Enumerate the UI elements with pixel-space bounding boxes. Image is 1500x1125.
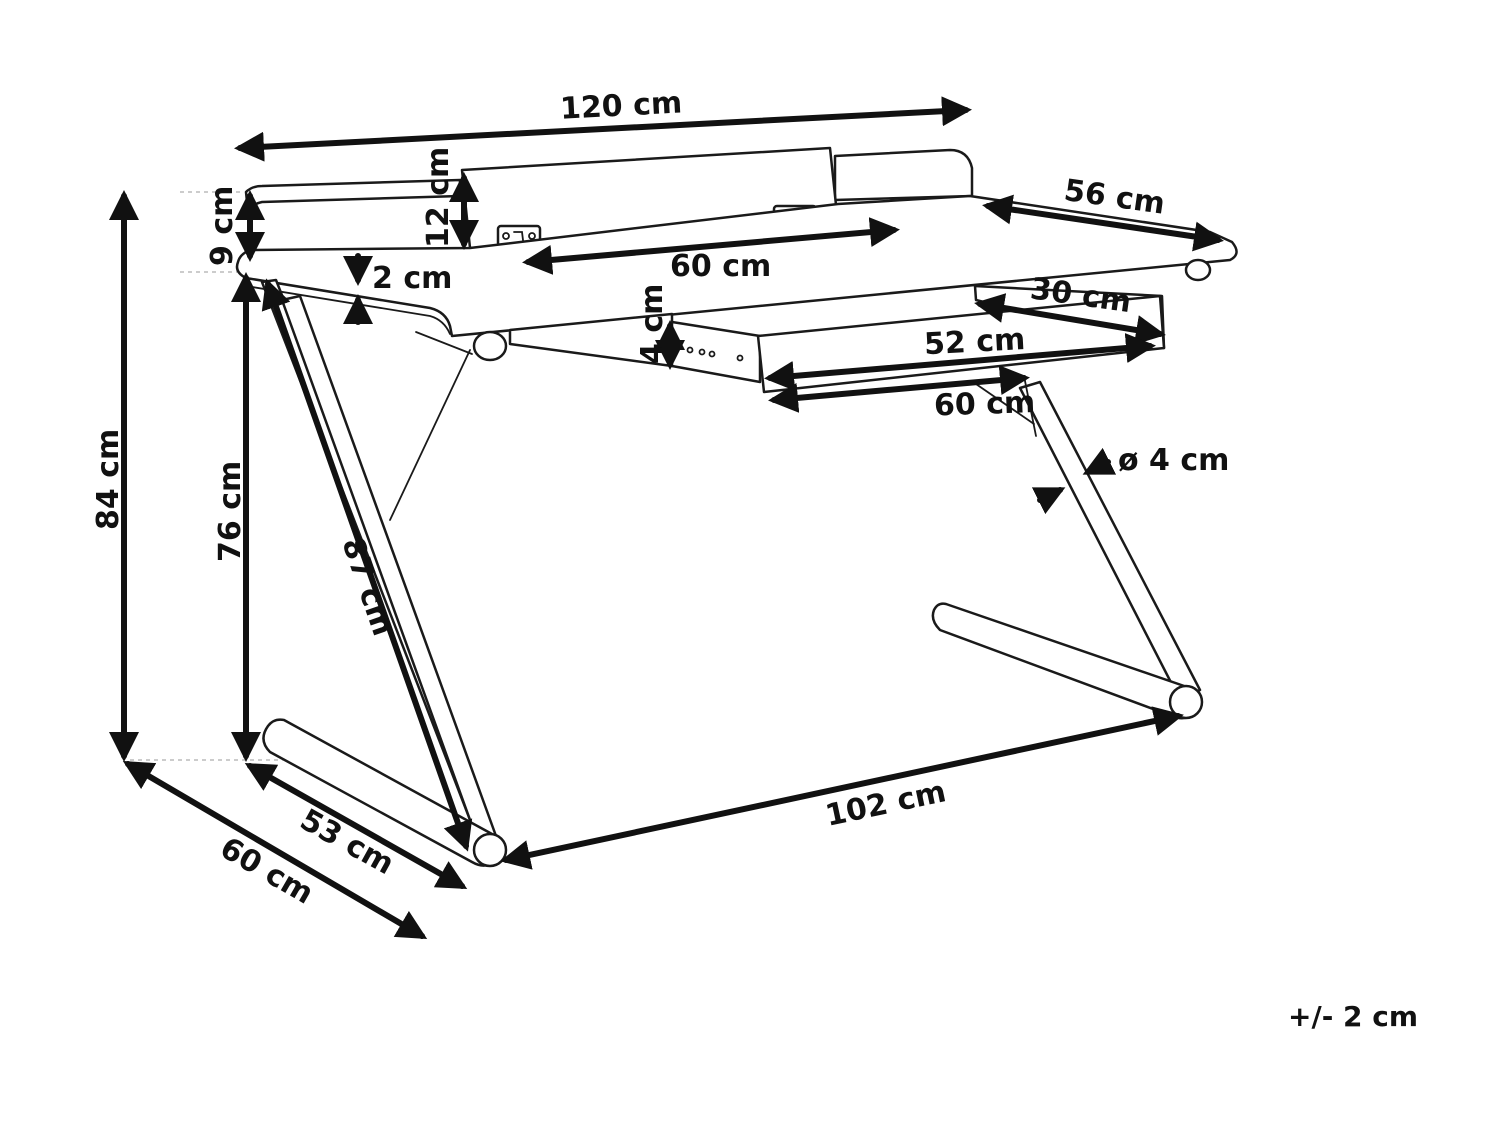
arrow-drawer-outer: [768, 365, 1030, 413]
arrow-tray-depth: [974, 293, 1166, 345]
drawer-slide: [670, 320, 762, 384]
arrow-leg-span: [500, 706, 1184, 870]
label-backrail-height: 9 cm: [205, 186, 240, 266]
arrow-width-total: [234, 96, 972, 162]
label-height-total: 84 cm: [91, 429, 126, 530]
arrow-shelf-width: [522, 217, 900, 275]
label-width-total: 120 cm: [559, 85, 683, 126]
label-drawer-height: 4 cm: [635, 284, 670, 364]
tolerance-note: +/- 2 cm: [1288, 1000, 1419, 1033]
label-leg-span: 102 cm: [822, 774, 949, 834]
guide-lines: [130, 191, 300, 761]
back-rail-right: [833, 148, 974, 202]
arrow-tube-out: [1031, 487, 1066, 515]
label-top-thickness: 2 cm: [372, 261, 452, 296]
label-drawer-inner: 52 cm: [923, 322, 1026, 362]
arrow-tube-in: [1082, 447, 1117, 475]
dimension-arrows: [109, 96, 1224, 940]
label-drawer-outer: 60 cm: [933, 385, 1035, 424]
slide-holes: [686, 346, 744, 362]
arrow-leg-diagonal: [261, 278, 473, 852]
label-tube-diameter: ø 4 cm: [1118, 443, 1229, 478]
arrow-foot-outer: [122, 760, 428, 940]
arrow-depth-right: [982, 194, 1224, 252]
label-riser-height: 12 cm: [421, 147, 456, 248]
label-height-to-top: 76 cm: [213, 461, 248, 562]
label-shelf-width: 60 cm: [670, 249, 771, 284]
